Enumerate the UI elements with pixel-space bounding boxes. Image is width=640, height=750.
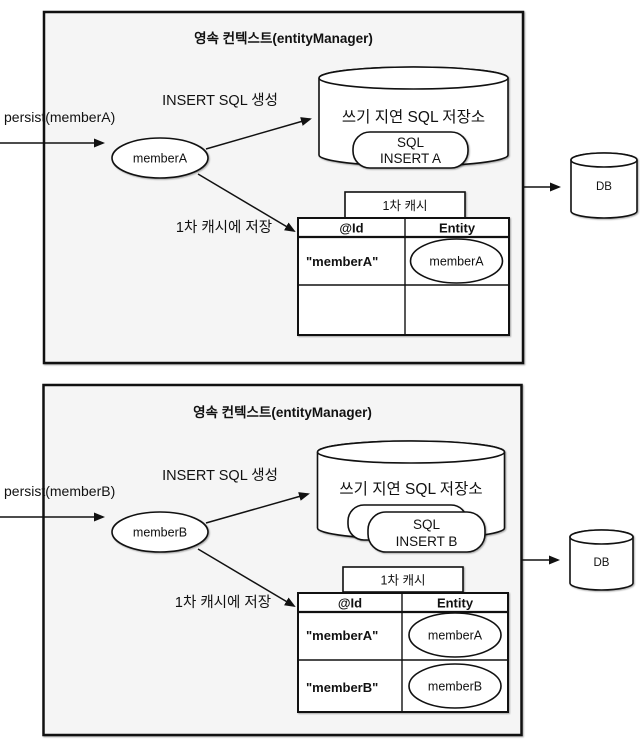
- table-cell-entity-ellipse: [408, 663, 502, 709]
- sql-item-card: [352, 131, 469, 169]
- table-header-entity: Entity: [439, 221, 476, 236]
- persist-call-label: persist(memberB): [4, 483, 115, 499]
- insert-sql-arrow: [205, 117, 312, 150]
- table-header-id: @Id: [338, 596, 362, 611]
- table-header-id: @Id: [339, 221, 363, 236]
- first-cache-table: @Id Entity "memberA" memberA "memberB" m…: [297, 592, 509, 713]
- entity-ellipse: [111, 511, 209, 553]
- table-cell-entity-ellipse: [409, 238, 504, 284]
- entity-instance: memberA: [111, 137, 209, 179]
- cache-store-label: 1차 캐시에 저장: [175, 594, 271, 611]
- sql-item-card-a: SQL INSERT A: [352, 131, 469, 169]
- cylinder-top-rim: [316, 440, 506, 464]
- context-title: 영속 컨텍스트(entityManager): [193, 404, 372, 420]
- db-cylinder-top-rim: [570, 152, 638, 168]
- entity-instance: memberB: [111, 511, 209, 553]
- entity-label: memberA: [133, 152, 188, 166]
- sql-store-label: 쓰기 지연 SQL 저장소: [339, 480, 482, 498]
- sql-item-line1: SQL: [413, 517, 441, 532]
- table-cell-id: "memberA": [306, 628, 378, 643]
- persist-call-label: persist(memberA): [4, 109, 115, 125]
- sql-item-card-stack: SQL INSERT B: [347, 504, 486, 553]
- entity-label: memberB: [133, 526, 187, 540]
- sql-item-card: [367, 511, 486, 553]
- cylinder-top-rim: [318, 66, 509, 90]
- cache-store-label: 1차 캐시에 저장: [176, 219, 272, 236]
- sql-item-line2: INSERT B: [396, 534, 458, 549]
- cache-store-arrow: [197, 173, 296, 233]
- table-cell-entity-label: memberA: [428, 629, 483, 643]
- first-cache-title-box: 1차 캐시: [342, 566, 464, 593]
- cache-title: 1차 캐시: [381, 574, 426, 588]
- db-cylinder-top-rim: [569, 529, 634, 545]
- db-label: DB: [594, 557, 610, 569]
- context-title: 영속 컨텍스트(entityManager): [194, 30, 373, 46]
- sql-item-line1: SQL: [397, 135, 425, 150]
- insert-sql-arrow: [205, 492, 310, 524]
- db-cylinder: DB: [570, 152, 638, 219]
- table-cell-entity-label: memberB: [428, 680, 482, 694]
- table-cell-id: "memberA": [306, 254, 378, 269]
- insert-sql-label: INSERT SQL 생성: [162, 92, 278, 109]
- table-header-entity: Entity: [437, 596, 474, 611]
- table-cell-id: "memberB": [306, 680, 378, 695]
- table-cell-entity-ellipse: [408, 612, 502, 658]
- db-label: DB: [596, 181, 612, 193]
- first-cache-title-box: 1차 캐시: [344, 191, 466, 219]
- entity-ellipse: [111, 137, 209, 179]
- sql-store-label: 쓰기 지연 SQL 저장소: [342, 108, 485, 126]
- persistence-context-top: 영속 컨텍스트(entityManager) persist(memberA) …: [0, 10, 638, 365]
- cache-store-arrow: [197, 548, 296, 608]
- table-cell-entity-label: memberA: [429, 255, 484, 269]
- persistence-context-bottom: 영속 컨텍스트(entityManager) persist(memberB) …: [0, 383, 634, 737]
- first-cache-table: @Id Entity "memberA" memberA: [297, 217, 510, 336]
- cache-title: 1차 캐시: [383, 199, 428, 213]
- insert-sql-label: INSERT SQL 생성: [162, 467, 278, 484]
- sql-item-line2: INSERT A: [380, 151, 441, 166]
- db-cylinder: DB: [569, 529, 634, 591]
